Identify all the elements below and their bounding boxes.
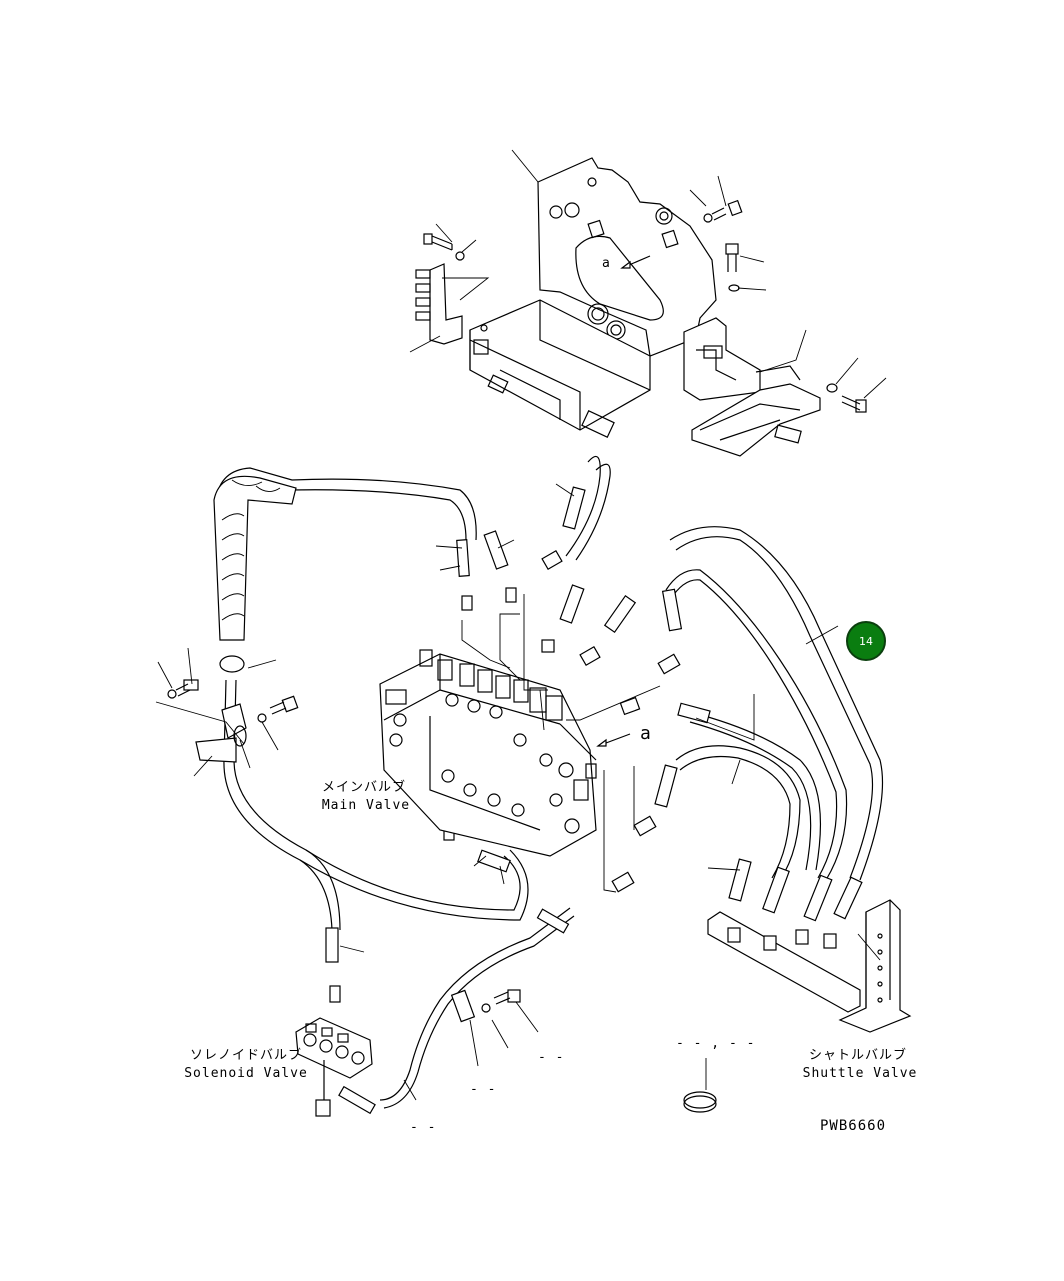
- shuttle-valve: [707, 899, 912, 1033]
- dash-mark-3: - -: [410, 1120, 437, 1135]
- reference-a-lower: a: [640, 723, 652, 744]
- leader-lines: [155, 483, 881, 1101]
- valve-bracket-assembly: [409, 149, 887, 457]
- callout-badge[interactable]: 14: [846, 621, 886, 661]
- reference-a-upper: a: [602, 256, 611, 271]
- dash-mark-clamp: - - , - -: [676, 1036, 756, 1051]
- main-valve-label-en: Main Valve: [321, 798, 411, 813]
- dash-mark-2: - -: [470, 1082, 497, 1097]
- solenoid-valve-label-en: Solenoid Valve: [184, 1066, 308, 1081]
- shuttle-valve-label-en: Shuttle Valve: [802, 1066, 918, 1081]
- shuttle-valve-label-jp: シャトルバルブ: [808, 1048, 908, 1063]
- hose-band-clamp: [683, 1058, 717, 1113]
- hose-clamps: [167, 679, 521, 1023]
- main-valve-label-jp: メインバルブ: [321, 780, 407, 795]
- drawing-code: PWB6660: [820, 1118, 887, 1134]
- solenoid-valve-label-jp: ソレノイドバルブ: [189, 1048, 303, 1063]
- solenoid-valve: [295, 1017, 373, 1100]
- hydraulic-hoses: [213, 455, 884, 1117]
- main-valve-body: [379, 649, 631, 857]
- dash-mark-1: - -: [538, 1050, 565, 1065]
